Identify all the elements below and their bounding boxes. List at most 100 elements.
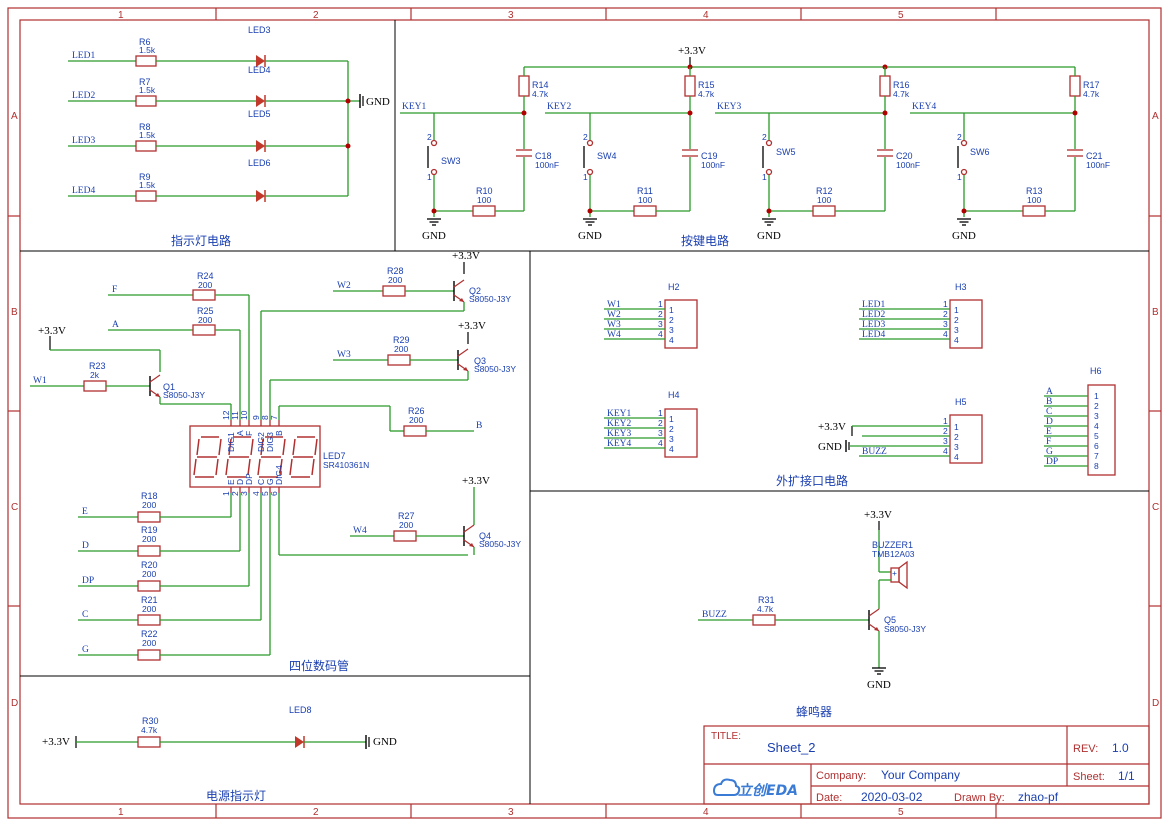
drawn-value: zhao-pf (1018, 790, 1059, 804)
date-label: Date: (816, 792, 842, 804)
cap-ref: C21 (1086, 151, 1103, 161)
pin-number: 2 (957, 132, 962, 142)
resistor-value: 200 (394, 344, 408, 354)
row-label: D (1152, 698, 1159, 709)
resistor-value: 200 (409, 415, 423, 425)
header-h6: H6 A B C D E F G DP 1 2 3 4 5 6 7 8 (1044, 366, 1116, 476)
section-title-buzzer: 蜂鸣器 (796, 704, 832, 719)
led-ref: LED4 (248, 65, 271, 75)
display-circuit: F R24 200 A R25 200 +3.3V W1 R23 2k Q1 S… (30, 250, 521, 661)
gnd-label: GND (757, 230, 781, 242)
section-dividers (20, 20, 1149, 804)
col-label: 2 (313, 807, 319, 818)
title-value: Sheet_2 (767, 740, 815, 755)
key-circuit: +3.3V (524, 45, 1075, 70)
transistor-ref: Q3 (474, 356, 486, 366)
pin-number: 2 (583, 132, 588, 142)
resistor-value: 4.7k (893, 89, 910, 99)
pin-name: 1 (669, 305, 674, 315)
pin-name: DIG3 (265, 432, 275, 452)
segment-row: C R21 200 (78, 493, 262, 626)
pin-number: 1 (957, 172, 962, 182)
net-label: W2 (337, 281, 351, 291)
gnd-label: GND (578, 230, 602, 242)
resistor-value: 200 (388, 275, 402, 285)
rev-value: 1.0 (1112, 741, 1129, 755)
resistor-value: 4.7k (757, 604, 774, 614)
net-label: G (82, 645, 89, 655)
resistor-value: 1.5k (139, 130, 156, 140)
company-label: Company: (816, 770, 866, 782)
col-label: 1 (118, 10, 124, 21)
pin-name: B (274, 430, 284, 436)
title-block: TITLE: Sheet_2 REV: 1.0 Company: Your Co… (703, 725, 1150, 805)
resistor-ref: R9 (139, 172, 151, 182)
interface-circuit: H2 W1 W2 W3 W4 1 2 3 4 1 2 3 4 H3 (604, 282, 1116, 476)
net-label: D (1046, 417, 1053, 427)
header-ref: H2 (668, 282, 680, 292)
pin-name: 3 (1094, 411, 1099, 421)
pin-name: 1 (954, 305, 959, 315)
pin-name: DIG4 (274, 465, 284, 485)
row-label: D (11, 698, 18, 709)
display-ref: LED7 (323, 451, 346, 461)
vcc-label: +3.3V (678, 45, 706, 57)
pin-number: 4 (658, 329, 663, 339)
pin-number: 2 (943, 309, 948, 319)
sheet-label: Sheet: (1073, 771, 1105, 783)
net-label: W2 (607, 310, 621, 320)
pin-number: 4 (251, 491, 261, 496)
header-h3: H3 LED1 LED2 LED3 LED4 1 2 3 4 1 2 3 4 (859, 282, 983, 349)
net-label: LED1 (862, 300, 885, 310)
seven-segment-body (189, 425, 321, 488)
pin-number: 2 (658, 418, 663, 428)
resistor-value: 1.5k (139, 45, 156, 55)
transistor-ref: Q2 (469, 286, 481, 296)
pin-number: 1 (221, 491, 231, 496)
transistor-part: S8050-J3Y (479, 539, 521, 549)
net-label: F (112, 285, 117, 295)
led-row: LED4 R9 1.5k (68, 172, 348, 202)
buzzer-circuit: +3.3V BUZZER1 TMB12A03 + BUZZ R31 4.7k Q… (698, 509, 926, 691)
net-label: W4 (353, 526, 367, 536)
lceda-logo: 立创EDA (712, 778, 798, 799)
net-label: LED3 (72, 136, 95, 146)
key-column: R16 4.7k KEY3 C20 100nF 2 1 SW5 R12 100 … (715, 67, 920, 242)
pin-number: 3 (658, 428, 663, 438)
pin-number: 2 (762, 132, 767, 142)
resistor-ref: R22 (141, 629, 158, 639)
resistor-ref: R30 (142, 716, 159, 726)
resistor-ref: R16 (893, 80, 910, 90)
resistor-ref: R25 (197, 306, 214, 316)
net-label: E (82, 507, 88, 517)
net-label: KEY4 (607, 439, 632, 449)
col-label: 4 (703, 807, 709, 818)
pin-number: 8 (260, 415, 270, 420)
net-label: KEY3 (607, 429, 632, 439)
switch-ref: SW4 (597, 151, 617, 161)
net-label: KEY3 (717, 102, 742, 112)
row-label: A (11, 111, 18, 122)
pin-number: 9 (251, 415, 261, 420)
row-label: C (11, 502, 18, 513)
led-indicator-circuit: LED3 LED1 R6 1.5k LED4 LED2 R7 1.5k LED5 (68, 25, 390, 202)
resistor-value: 200 (142, 569, 156, 579)
net-label: W1 (607, 300, 621, 310)
segment-row: DP R20 200 (78, 493, 250, 592)
pin-name: 4 (669, 335, 674, 345)
resistor-value: 200 (198, 280, 212, 290)
cap-value: 100nF (535, 160, 559, 170)
net-label: DP (1046, 457, 1058, 467)
section-title-interface: 外扩接口电路 (776, 473, 848, 488)
net-label: LED4 (72, 186, 95, 196)
led-ref-label: LED3 (248, 25, 271, 35)
pin-number: 2 (658, 309, 663, 319)
net-label: LED4 (862, 330, 885, 340)
pin-number: 3 (943, 436, 948, 446)
net-label: A (112, 320, 119, 330)
pin-number: 12 (221, 410, 231, 420)
pin-name: A (235, 430, 245, 436)
resistor-ref: R19 (141, 525, 158, 535)
resistor-value: 100 (477, 195, 491, 205)
